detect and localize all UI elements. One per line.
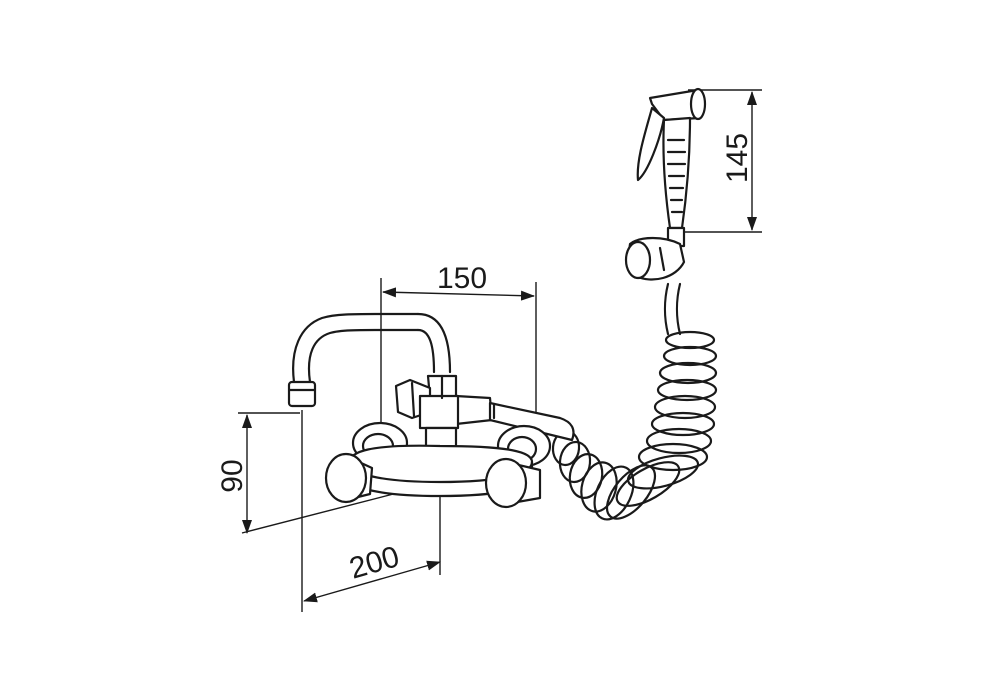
dimension-145-label: 145: [721, 133, 754, 183]
handle-left: [324, 452, 374, 504]
spout: [287, 312, 452, 408]
dimension-200: 200: [301, 410, 441, 612]
side-outlet: [454, 394, 575, 442]
aerator: [287, 380, 317, 408]
dimension-90-label: 90: [216, 459, 249, 492]
handle-right: [484, 457, 542, 509]
dimension-150-label: 150: [437, 262, 487, 295]
diverter-body: [394, 374, 460, 450]
hand-shower: [636, 87, 707, 248]
shower-holder: [624, 236, 686, 281]
dimension-90: 90: [216, 412, 441, 534]
dimension-150: 150: [380, 262, 537, 470]
dimension-200-label: 200: [346, 540, 403, 586]
coiled-hose: [551, 282, 718, 521]
